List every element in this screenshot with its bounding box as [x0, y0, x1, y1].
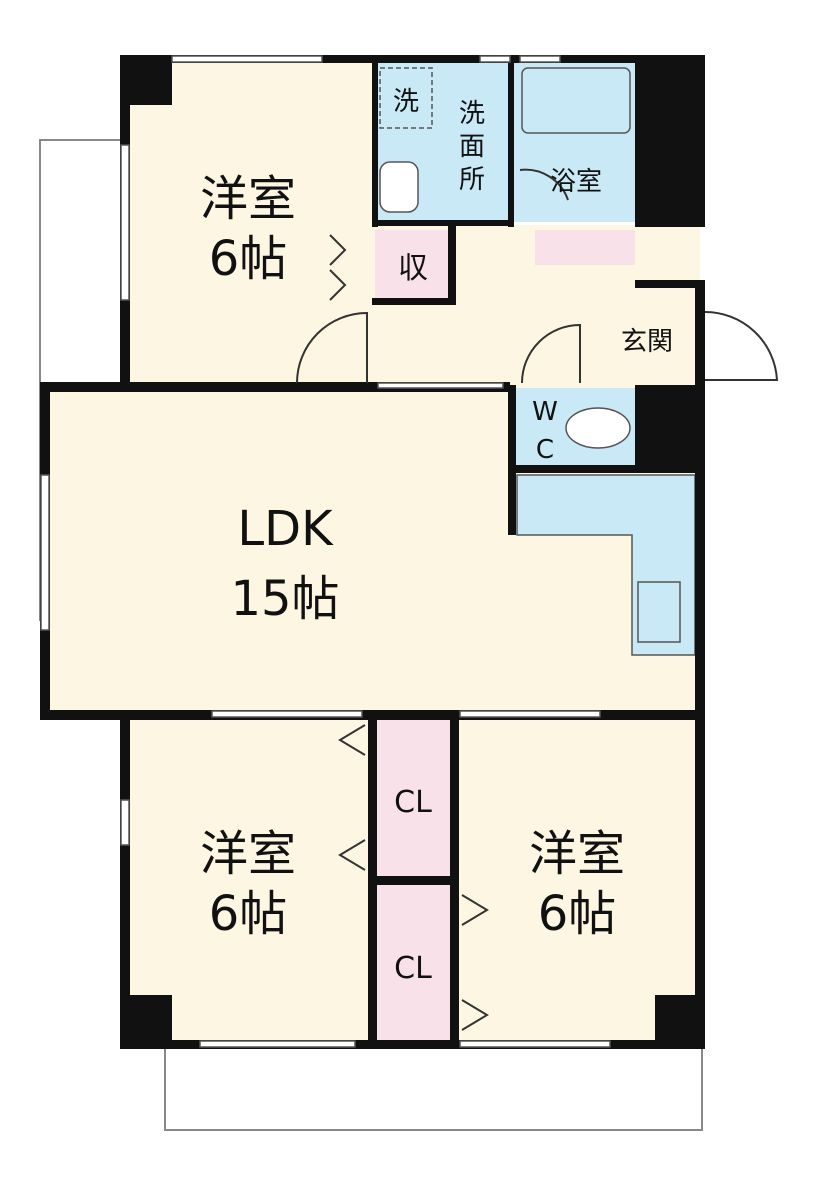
- entrance-mat: [535, 230, 635, 265]
- room-western-bottom-left: [125, 715, 375, 1045]
- storage-floor: [375, 230, 453, 300]
- washroom-char-2: 面: [459, 132, 485, 162]
- room-western-bottom-right: [455, 715, 700, 1045]
- storage-label: 収: [398, 251, 428, 286]
- washer-spot: [379, 67, 433, 129]
- balcony-bottom: [164, 1044, 703, 1131]
- toilet: [565, 407, 631, 449]
- room-western-top: [125, 57, 375, 385]
- windows: [40, 55, 611, 1048]
- bath-label: 浴室: [550, 167, 602, 197]
- room-western-bl-name: 洋室: [200, 826, 296, 882]
- washroom-char-3: 所: [459, 165, 485, 195]
- room-western-top-size: 6帖: [209, 231, 288, 287]
- wash-basin: [379, 161, 419, 213]
- room-western-br-name: 洋室: [529, 826, 625, 882]
- washer-label: 洗: [393, 87, 419, 117]
- closet-lower-floor: [375, 885, 453, 1043]
- wc-label-c: C: [536, 435, 554, 465]
- closet-upper-label: CL: [394, 785, 432, 820]
- room-western-bl-size: 6帖: [209, 886, 288, 942]
- washroom-char-1: 洗: [459, 99, 485, 129]
- stove: [637, 581, 681, 643]
- wc-label-w: W: [532, 397, 558, 427]
- closet-lower-label: CL: [394, 951, 432, 986]
- bathtub: [521, 67, 631, 134]
- closet-upper-floor: [375, 720, 453, 878]
- entrance-label: 玄関: [621, 327, 673, 357]
- room-western-top-name: 洋室: [200, 171, 296, 227]
- room-western-br-size: 6帖: [538, 886, 617, 942]
- door-swings: [296, 168, 779, 1031]
- room-ldk-size: 15帖: [230, 571, 339, 627]
- room-ldk-name: LDK: [237, 501, 334, 557]
